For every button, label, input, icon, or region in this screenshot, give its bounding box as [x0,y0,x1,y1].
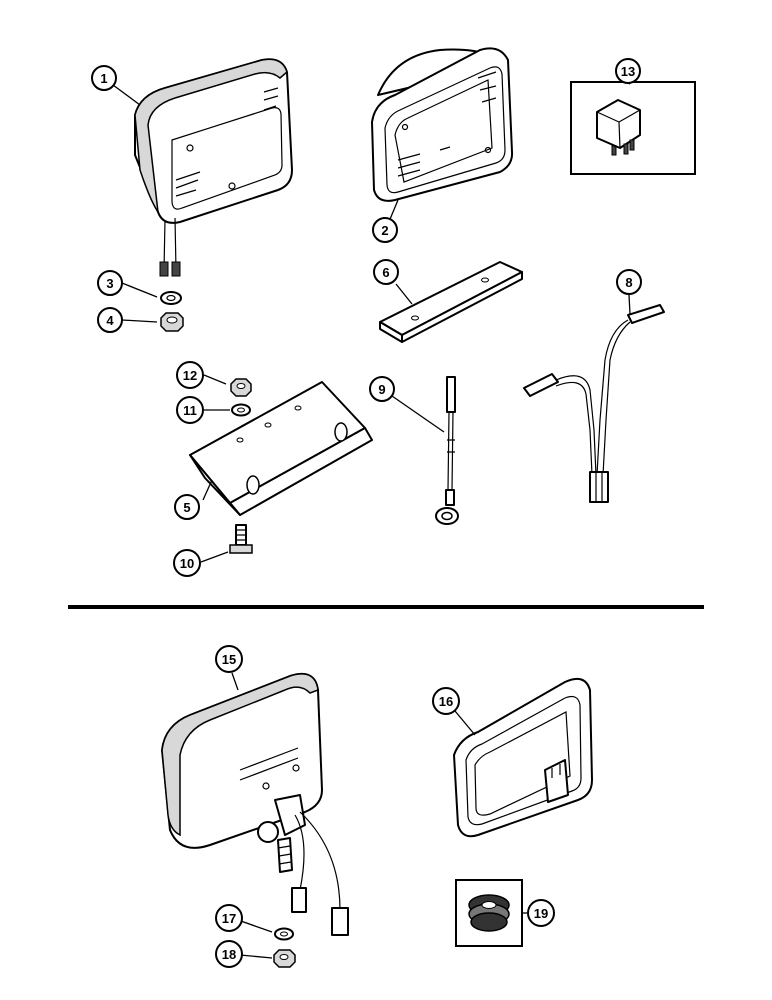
part-3-lock-washer [160,291,182,305]
svg-text:15: 15 [222,652,236,667]
callout-8: 8 [616,269,642,295]
callout-6: 6 [373,259,399,285]
callout-1: 1 [91,65,117,91]
part-2-lamp-lens [371,47,514,202]
callout-11: 11 [176,396,204,424]
part-17-lock-washer [274,927,294,941]
svg-text:4: 4 [106,313,114,328]
svg-text:9: 9 [378,382,385,397]
callout-9: 9 [369,376,395,402]
svg-text:5: 5 [183,500,190,515]
part-9-ground-lead [435,376,459,525]
callout-17: 17 [215,904,243,932]
callout-3: 3 [97,270,123,296]
svg-text:17: 17 [222,911,236,926]
part-5-angle-bracket [189,381,373,516]
part-12-nut [230,378,252,397]
part-16-lamp-lens [453,677,593,838]
part-19-grommet [455,879,523,947]
part-18-nut [273,949,296,968]
part-1-lamp-housing [134,58,293,277]
svg-text:1: 1 [100,71,107,86]
svg-text:19: 19 [534,906,548,921]
part-6-flat-plate [379,261,523,343]
svg-text:3: 3 [106,276,113,291]
callout-16: 16 [432,687,460,715]
svg-text:12: 12 [183,368,197,383]
svg-text:13: 13 [621,64,635,79]
part-8-y-harness [523,304,665,503]
callout-15: 15 [215,645,243,673]
callout-13: 13 [615,58,641,84]
callout-4: 4 [97,307,123,333]
callout-10: 10 [173,549,201,577]
callout-19: 19 [527,899,555,927]
callout-18: 18 [215,940,243,968]
part-11-lock-washer [231,403,251,417]
part-10-bolt [229,524,253,554]
svg-text:11: 11 [183,403,197,418]
callout-5: 5 [174,494,200,520]
part-15-lamp-assembly [161,672,349,936]
svg-text:2: 2 [381,223,388,238]
callout-12: 12 [176,361,204,389]
svg-text:10: 10 [180,556,194,571]
callout-2: 2 [372,217,398,243]
svg-text:6: 6 [382,265,389,280]
svg-text:18: 18 [222,947,236,962]
svg-text:8: 8 [625,275,632,290]
part-13-relay [570,81,696,175]
svg-text:16: 16 [439,694,453,709]
part-4-nut [160,312,184,332]
